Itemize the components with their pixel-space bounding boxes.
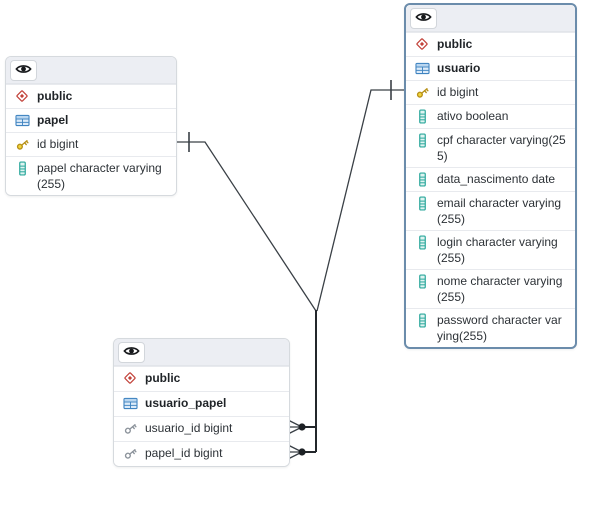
column-row: nome character varying(255) (406, 269, 575, 308)
show-details-button[interactable] (10, 59, 37, 81)
schema-row-label: public (145, 371, 181, 385)
eye-icon (415, 11, 432, 26)
column-row: cpf character varying(255) (406, 128, 575, 167)
table-node-usuario[interactable]: public usuario id bigint ativo boolean cpf c… (404, 3, 577, 349)
column-row-label: usuario_id bigint (145, 421, 233, 435)
schema-row: public (406, 32, 575, 56)
column-icon (414, 312, 430, 328)
column-icon (414, 171, 430, 187)
column-icon (414, 234, 430, 250)
column-icon (414, 195, 430, 211)
primary-key-icon (414, 84, 430, 100)
column-icon (414, 273, 430, 289)
table-icon (14, 112, 30, 128)
column-row-label: ativo boolean (437, 109, 509, 123)
show-details-button[interactable] (410, 7, 437, 29)
column-row-label: email character varying(255) (437, 196, 562, 226)
table-node-papel[interactable]: public papel id bigint papel character vary… (5, 56, 177, 196)
column-row: login character varying(255) (406, 230, 575, 269)
table-name-row-label: usuario_papel (145, 396, 227, 410)
column-row-label: password character varying(255) (437, 313, 562, 343)
table-name-row: usuario (406, 56, 575, 80)
schema-row: public (6, 84, 176, 108)
table-node-usuario-papel[interactable]: public usuario_papel usuario_id bigint pape… (113, 338, 290, 467)
column-row-label: papel character varying(255) (37, 161, 162, 191)
eye-icon (15, 63, 32, 78)
crows-foot-usuario-id (287, 419, 316, 435)
column-row: ativo boolean (406, 104, 575, 128)
schema-row-label: public (37, 89, 73, 103)
table-node-header[interactable] (406, 5, 575, 32)
table-node-header[interactable] (114, 339, 289, 366)
column-row-label: cpf character varying(255) (437, 133, 566, 163)
column-row-label: login character varying(255) (437, 235, 558, 265)
foreign-key-icon (122, 445, 138, 461)
crows-foot-papel-id (287, 444, 316, 460)
column-row: password character varying(255) (406, 308, 575, 347)
table-name-row: usuario_papel (114, 391, 289, 416)
column-row-label: id bigint (37, 137, 79, 151)
column-row-label: data_nascimento date (437, 172, 556, 186)
relationship-papel-to-usuario-papel (175, 132, 317, 312)
table-name-row-label: papel (37, 113, 69, 127)
schema-icon (122, 370, 138, 386)
column-row-label: id bigint (437, 85, 479, 99)
column-icon (14, 160, 30, 176)
column-row: id bigint (6, 132, 176, 156)
column-row-label: nome character varying(255) (437, 274, 563, 304)
column-icon (414, 132, 430, 148)
foreign-key-icon (122, 420, 138, 436)
primary-key-icon (14, 136, 30, 152)
schema-row-label: public (437, 37, 473, 51)
table-name-row: papel (6, 108, 176, 132)
relationship-usuario-to-usuario-papel (316, 80, 404, 312)
show-details-button[interactable] (118, 341, 145, 363)
schema-icon (14, 88, 30, 104)
table-name-row-label: usuario (437, 61, 481, 75)
column-icon (414, 108, 430, 124)
column-row: usuario_id bigint (114, 416, 289, 441)
table-node-header[interactable] (6, 57, 176, 84)
column-row: data_nascimento date (406, 167, 575, 191)
column-row: papel_id bigint (114, 441, 289, 466)
column-row: email character varying(255) (406, 191, 575, 230)
table-icon (414, 60, 430, 76)
table-icon (122, 395, 138, 411)
schema-icon (414, 36, 430, 52)
column-row: papel character varying(255) (6, 156, 176, 195)
column-row-label: papel_id bigint (145, 446, 223, 460)
eye-icon (123, 345, 140, 360)
schema-row: public (114, 366, 289, 391)
column-row: id bigint (406, 80, 575, 104)
